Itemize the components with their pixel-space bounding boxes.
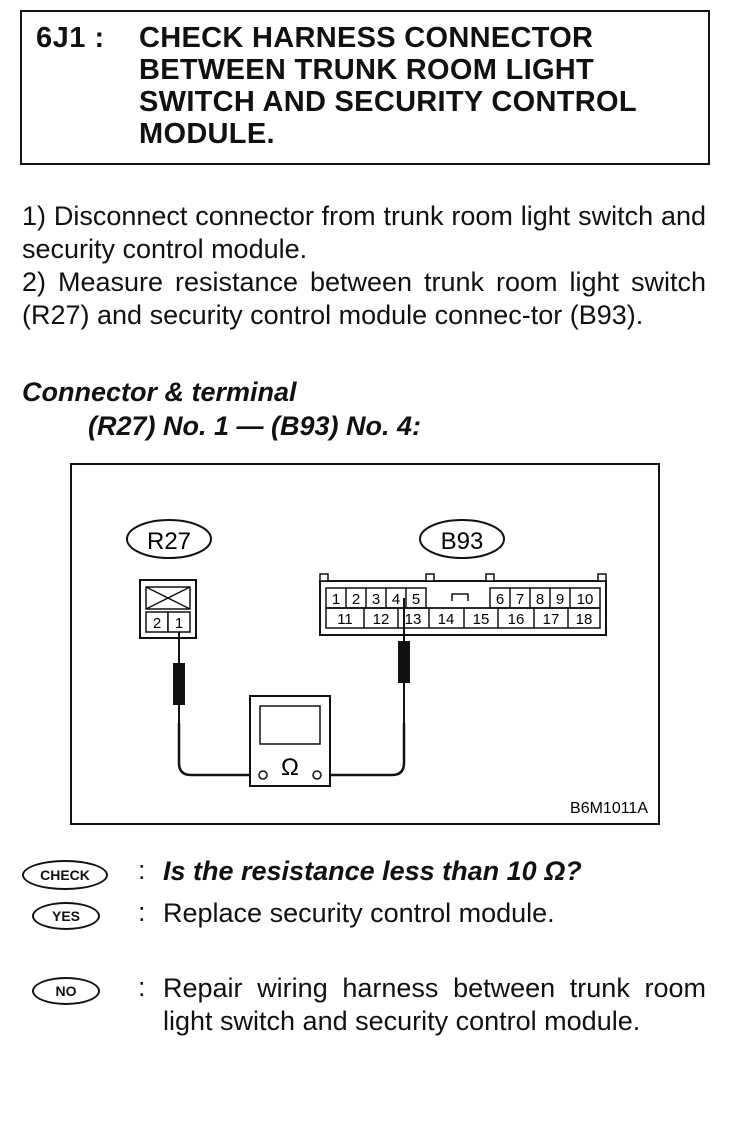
b93-pin-9: 9 <box>556 591 564 608</box>
no-row: NO : Repair wiring harness between trunk… <box>22 970 722 1080</box>
r27-pin-1: 1 <box>175 615 183 632</box>
b93-pin-3: 3 <box>372 591 380 608</box>
b93-pin-18: 18 <box>576 611 593 628</box>
b93-pin-12: 12 <box>373 611 390 628</box>
check-row: CHECK : Is the resistance less than 10 Ω… <box>22 853 722 893</box>
r27-label-text: R27 <box>147 528 191 555</box>
instructions: 1) Disconnect connector from trunk room … <box>22 200 706 332</box>
b93-pin-13: 13 <box>405 611 422 628</box>
ohmmeter: Ω <box>249 695 331 787</box>
b93-pin-11: 11 <box>337 611 353 628</box>
check-colon: : <box>138 855 146 885</box>
right-test-lead <box>320 723 406 777</box>
meter-display <box>259 705 321 745</box>
b93-pin-7: 7 <box>516 591 524 608</box>
diagram-frame <box>70 463 660 825</box>
connector-terminal-heading: Connector & terminal <box>22 377 297 407</box>
b93-key <box>451 593 469 601</box>
b93-pin-6: 6 <box>496 591 504 608</box>
figure-code: B6M1011A <box>570 800 648 817</box>
yes-colon: : <box>138 897 146 927</box>
step-header: 6J1 : CHECK HARNESS CONNECTOR BETWEEN TR… <box>20 10 710 165</box>
b93-pin-17: 17 <box>543 611 560 628</box>
r27-connector-label: R27 <box>126 519 212 559</box>
left-test-lead <box>177 723 260 777</box>
b93-pin-10: 10 <box>577 591 594 608</box>
no-badge: NO <box>32 977 100 1005</box>
no-colon: : <box>138 972 146 1002</box>
r27-pin-2: 2 <box>153 615 161 632</box>
connector-terminal-spec: (R27) No. 1 — (B93) No. 4: <box>88 411 422 441</box>
meter-terminal-left <box>258 770 268 780</box>
b93-pin-2: 2 <box>352 591 360 608</box>
step-title: CHECK HARNESS CONNECTOR BETWEEN TRUNK RO… <box>139 22 637 150</box>
step-code: 6J1 : <box>36 22 105 54</box>
b93-pin-4: 4 <box>392 591 400 608</box>
meter-terminal-right <box>312 770 322 780</box>
yes-badge: YES <box>32 902 100 930</box>
b93-pin-16: 16 <box>508 611 525 628</box>
check-question: Is the resistance less than 10 Ω? <box>163 856 582 886</box>
right-test-probe <box>398 598 410 723</box>
b93-connector: 1 2 3 4 5 6 7 8 9 10 11 12 13 14 15 16 1… <box>319 573 607 636</box>
ohm-symbol: Ω <box>281 754 299 781</box>
yes-row: YES : Replace security control module. <box>22 897 722 937</box>
b93-pin-1: 1 <box>332 591 340 608</box>
b93-label-text: B93 <box>441 528 484 555</box>
r27-connector: 2 1 <box>139 579 197 639</box>
instruction-step-2: 2) Measure resistance between trunk room… <box>22 267 706 330</box>
instruction-step-1: 1) Disconnect connector from trunk room … <box>22 201 706 264</box>
yes-result-text: Replace security control module. <box>163 898 555 928</box>
b93-pin-8: 8 <box>536 591 544 608</box>
b93-pin-5: 5 <box>412 591 420 608</box>
b93-pin-15: 15 <box>473 611 490 628</box>
check-badge: CHECK <box>22 860 108 890</box>
wiring-diagram: R27 B93 2 1 <box>70 463 660 825</box>
b93-pin-14: 14 <box>438 611 455 628</box>
b93-connector-label: B93 <box>419 519 505 559</box>
no-result-text: Repair wiring harness between trunk room… <box>163 973 706 1036</box>
left-test-probe <box>173 632 185 723</box>
